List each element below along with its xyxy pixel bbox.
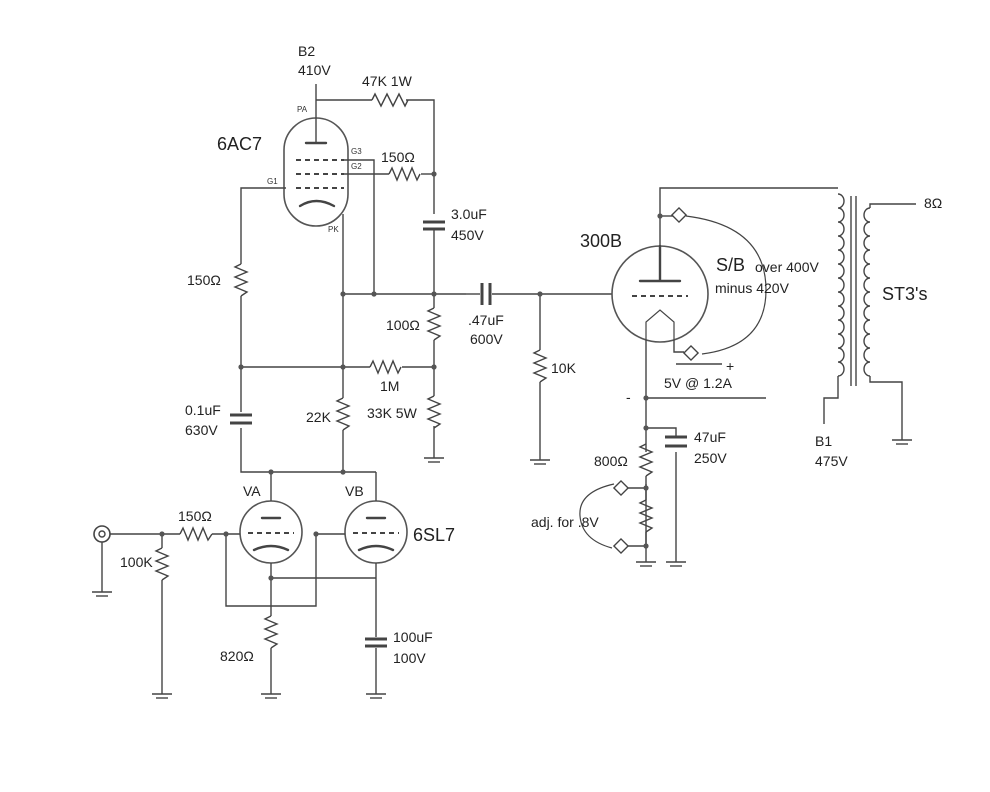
capacitor-100uf bbox=[365, 637, 387, 648]
label-47k: 47K 1W bbox=[362, 73, 413, 89]
wires-6ac7 bbox=[240, 84, 466, 473]
b1-label: B1 bbox=[815, 433, 832, 449]
transformer-secondary bbox=[863, 207, 871, 377]
tube-6sl7-b bbox=[344, 500, 408, 564]
pin-label-g1: G1 bbox=[267, 177, 278, 186]
transformer-label: ST3's bbox=[882, 284, 927, 304]
ground-symbol bbox=[636, 561, 656, 567]
capacitor-47uf bbox=[665, 435, 687, 448]
label-150-g1: 150Ω bbox=[187, 272, 221, 288]
6ac7-cathode bbox=[298, 199, 336, 208]
capacitor-047uf bbox=[466, 283, 612, 305]
test-point-sb-bottom bbox=[682, 344, 700, 362]
adj-label: adj. for .8V bbox=[531, 514, 599, 530]
resistor-22k bbox=[335, 397, 351, 431]
ground-symbol bbox=[892, 439, 912, 445]
resistor-150-input bbox=[179, 526, 213, 542]
b2-voltage-label: 410V bbox=[298, 62, 331, 78]
b1-voltage-label: 475V bbox=[815, 453, 848, 469]
resistor-100k bbox=[154, 547, 170, 581]
label-150-input: 150Ω bbox=[178, 508, 212, 524]
junction-dots bbox=[159, 171, 663, 581]
tube-6ac7 bbox=[283, 117, 349, 227]
label-1m: 1M bbox=[380, 378, 399, 394]
speaker-label: 8Ω bbox=[924, 195, 942, 211]
sb-minus-label: minus 420V bbox=[715, 280, 790, 296]
wires-6sl7 bbox=[101, 472, 377, 694]
test-point-adj-bottom bbox=[612, 537, 630, 555]
capacitor-3uf bbox=[423, 220, 445, 231]
label-100uf-voltage: 100V bbox=[393, 650, 426, 666]
pin-label-pk: PK bbox=[328, 225, 339, 234]
sb-over-label: over 400V bbox=[755, 259, 819, 275]
adj-arc bbox=[579, 483, 615, 549]
filament-label: 5V @ 1.2A bbox=[664, 375, 733, 391]
pin-label-g2: G2 bbox=[351, 162, 362, 171]
label-100k: 100K bbox=[120, 554, 153, 570]
tube-label-6ac7: 6AC7 bbox=[217, 134, 262, 154]
filament-minus: - bbox=[626, 389, 631, 405]
resistor-150-g1 bbox=[233, 263, 249, 297]
output-transformer bbox=[823, 193, 916, 440]
resistor-47k bbox=[371, 92, 409, 108]
label-820: 820Ω bbox=[220, 648, 254, 664]
pin-label-pa: PA bbox=[297, 105, 308, 114]
b2-label: B2 bbox=[298, 43, 315, 59]
label-047uf: .47uF bbox=[468, 312, 504, 328]
ground-symbol bbox=[152, 693, 172, 699]
label-33k: 33K 5W bbox=[367, 405, 418, 421]
label-va: VA bbox=[243, 483, 261, 499]
resistor-150-g2 bbox=[388, 166, 421, 182]
ground-symbol bbox=[92, 591, 112, 597]
label-10k: 10K bbox=[551, 360, 577, 376]
label-150-g2: 150Ω bbox=[381, 149, 415, 165]
resistor-820 bbox=[263, 615, 279, 649]
tube-label-300b: 300B bbox=[580, 231, 622, 251]
label-47uf: 47uF bbox=[694, 429, 726, 445]
label-3uf-voltage: 450V bbox=[451, 227, 484, 243]
label-47uf-voltage: 250V bbox=[694, 450, 727, 466]
label-3uf: 3.0uF bbox=[451, 206, 487, 222]
ground-symbol bbox=[530, 459, 550, 465]
tube-300b bbox=[611, 244, 709, 343]
transformer-primary bbox=[837, 193, 845, 377]
tube-6sl7-a bbox=[239, 500, 303, 564]
label-800: 800Ω bbox=[594, 453, 628, 469]
sb-label: S/B bbox=[716, 255, 745, 275]
resistor-10k bbox=[532, 349, 548, 383]
label-047uf-voltage: 600V bbox=[470, 331, 503, 347]
resistor-1m bbox=[369, 359, 402, 375]
label-100: 100Ω bbox=[386, 317, 420, 333]
input-jack-icon bbox=[93, 525, 111, 543]
filament-plus: + bbox=[726, 358, 734, 374]
ground-symbol bbox=[261, 693, 281, 699]
tube-label-6sl7: 6SL7 bbox=[413, 525, 455, 545]
label-01uf: 0.1uF bbox=[185, 402, 221, 418]
label-22k: 22K bbox=[306, 409, 332, 425]
label-01uf-voltage: 630V bbox=[185, 422, 218, 438]
ground-symbol bbox=[366, 693, 386, 699]
pin-label-g3: G3 bbox=[351, 147, 362, 156]
resistor-adj bbox=[638, 499, 654, 533]
resistor-800 bbox=[638, 443, 654, 477]
ground-symbol bbox=[666, 561, 686, 567]
resistor-33k bbox=[426, 395, 442, 429]
resistor-100 bbox=[426, 307, 442, 341]
test-point-sb-top bbox=[670, 206, 688, 224]
label-vb: VB bbox=[345, 483, 364, 499]
test-point-adj-top bbox=[612, 479, 630, 497]
ground-symbol bbox=[424, 457, 444, 463]
label-100uf: 100uF bbox=[393, 629, 433, 645]
sb-arc bbox=[685, 215, 767, 355]
capacitor-01uf bbox=[230, 413, 252, 425]
